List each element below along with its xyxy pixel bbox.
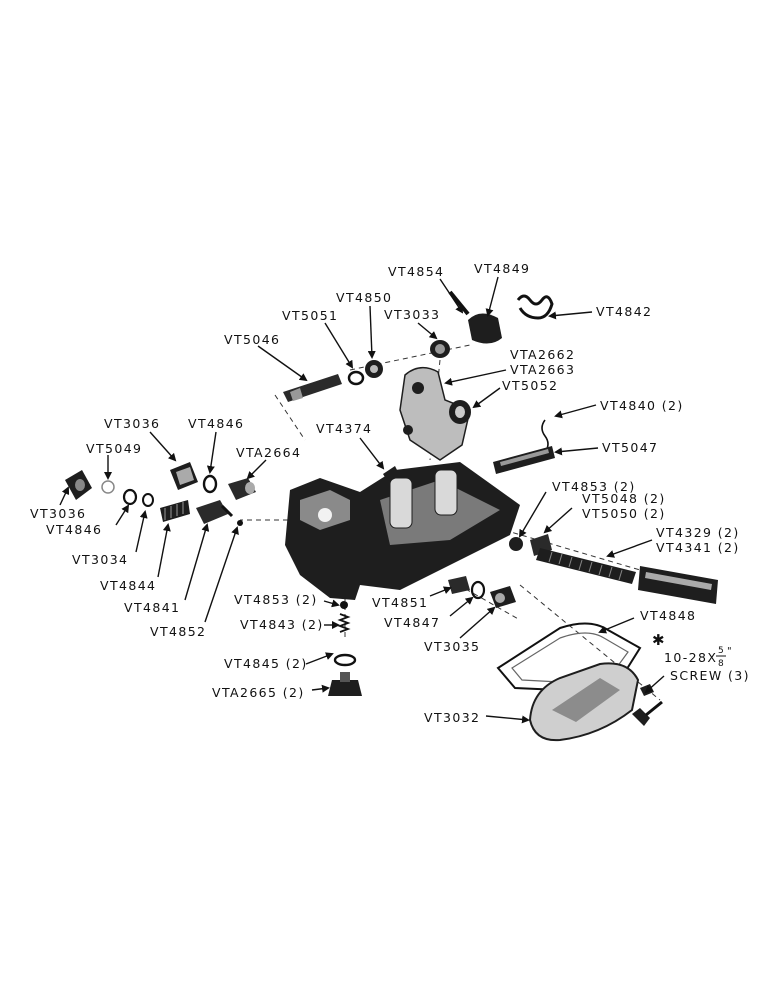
label-screw-size: 10-28X [664, 650, 717, 665]
label-vt4846-left: VT4846 [46, 522, 102, 537]
label-vt4374: VT4374 [316, 421, 372, 436]
label-vt3035: VT3035 [424, 639, 480, 654]
ring-part [142, 493, 154, 507]
label-vt5050: VT5050 (2) [582, 506, 666, 521]
label-vt5052: VT5052 [502, 378, 558, 393]
label-vt3036-top: VT3036 [104, 416, 160, 431]
label-vt4841: VT4841 [124, 600, 180, 615]
valve-plug-part [490, 586, 516, 608]
cover-part [528, 662, 640, 742]
cam-part [468, 313, 502, 344]
leader-lines [59, 276, 665, 724]
label-vt4849: VT4849 [474, 261, 530, 276]
label-vt4851: VT4851 [372, 595, 428, 610]
label-vt4848: VT4848 [640, 608, 696, 623]
label-screw-frac-num: 5 [718, 646, 725, 656]
pin-part [448, 290, 470, 316]
label-vt4853-right: VT4853 (2) [552, 479, 636, 494]
label-vt4845: VT4845 (2) [224, 656, 308, 671]
label-screw-note: SCREW (3) [670, 668, 750, 683]
small-spring-part [337, 613, 351, 633]
plug-bottom-part [328, 672, 362, 696]
torsion-spring-part [516, 294, 554, 320]
label-vt4846-top: VT4846 [188, 416, 244, 431]
label-vt5046: VT5046 [224, 332, 280, 347]
label-vt3034: VT3034 [72, 552, 128, 567]
label-vt4329: VT4329 (2) [656, 525, 740, 540]
label-vt4844: VT4844 [100, 578, 156, 593]
part-labels: VT4854 VT4849 VT4842 VT4850 VT5051 VT303… [30, 261, 750, 725]
ball-part [237, 520, 243, 526]
ball-part-bottom [340, 601, 348, 609]
label-screw-inch: " [727, 646, 733, 657]
label-vt4854: VT4854 [388, 264, 444, 279]
label-vt4843: VT4843 (2) [240, 617, 324, 632]
plunger-part [196, 500, 234, 524]
label-vt4840: VT4840 (2) [600, 398, 684, 413]
label-vta2663: VTA2663 [510, 362, 575, 377]
small-bracket-part [383, 466, 400, 482]
label-vt4852: VT4852 [150, 624, 206, 639]
bushing-part [430, 340, 450, 358]
label-vt3032: VT3032 [424, 710, 480, 725]
label-vt5047: VT5047 [602, 440, 658, 455]
label-vt4850: VT4850 [336, 290, 392, 305]
label-vt5048: VT5048 (2) [582, 491, 666, 506]
label-vt3033: VT3033 [384, 307, 440, 322]
label-vt4842: VT4842 [596, 304, 652, 319]
valve-seat-part [448, 576, 470, 594]
label-vta2664: VTA2664 [236, 445, 301, 460]
label-vta2662: VTA2662 [510, 347, 575, 362]
gasket-washer-part [333, 653, 357, 667]
label-vt4853-bottom: VT4853 (2) [234, 592, 318, 607]
right-ball-part [509, 537, 523, 551]
left-plug-part [65, 470, 92, 500]
bearing-part [365, 360, 383, 378]
small-washer-part [101, 480, 115, 494]
washer-part [347, 370, 365, 386]
screw-asterisk: ✱ [652, 631, 666, 649]
cap-part-top [170, 462, 198, 490]
piston-spring-part [536, 548, 636, 584]
coil-spring-part [160, 500, 190, 522]
lever-arm-part [399, 366, 471, 461]
label-vt4341: VT4341 (2) [656, 540, 740, 555]
fitting-part [228, 478, 256, 500]
seal-part [449, 400, 471, 424]
shaft-part [283, 374, 342, 402]
clip-part [541, 419, 549, 453]
label-vt4847: VT4847 [384, 615, 440, 630]
label-vt5049: VT5049 [86, 441, 142, 456]
label-vt5051: VT5051 [282, 308, 338, 323]
main-housing-body [285, 462, 520, 600]
label-vt3036-left: VT3036 [30, 506, 86, 521]
label-screw-frac-den: 8 [718, 659, 725, 669]
label-vta2665: VTA2665 (2) [212, 685, 305, 700]
seal-ring-top [202, 474, 218, 494]
long-pin-part [493, 446, 555, 474]
piston-part [638, 566, 718, 604]
o-ring-part [122, 488, 138, 506]
seat-washer-part [470, 580, 486, 600]
